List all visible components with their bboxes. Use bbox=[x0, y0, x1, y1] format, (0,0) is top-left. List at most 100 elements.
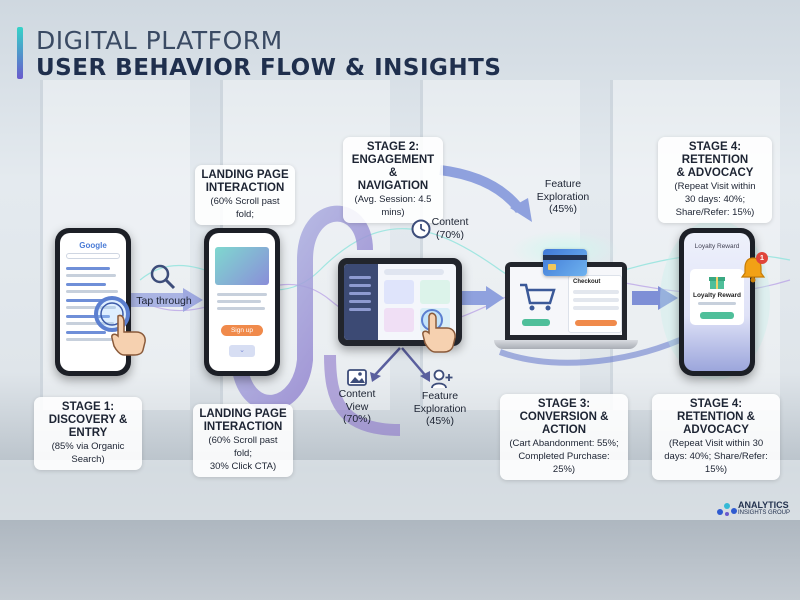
landing-top-callout: LANDING PAGE INTERACTION (60% Scroll pas… bbox=[195, 165, 295, 225]
flow-arrowhead-1 bbox=[183, 288, 203, 312]
result-line-10 bbox=[66, 338, 118, 341]
flow-bottom-ribbon bbox=[498, 337, 682, 366]
content-view-line1: Content bbox=[338, 388, 376, 400]
landing-top-head1: LANDING PAGE bbox=[201, 169, 289, 181]
checkout-field-1[interactable] bbox=[573, 290, 619, 294]
landing-bottom-callout: LANDING PAGE INTERACTION (60% Scroll pas… bbox=[193, 404, 293, 477]
gift-icon bbox=[709, 277, 725, 289]
stage4-top-head1: STAGE 4: RETENTION bbox=[681, 141, 749, 166]
search-bar[interactable] bbox=[66, 253, 120, 259]
branch-arrow-right bbox=[401, 347, 426, 376]
add-user-icon bbox=[431, 369, 453, 389]
tablet-card-2[interactable] bbox=[420, 280, 450, 304]
stage2-head1: STAGE 2: bbox=[366, 141, 420, 153]
cart-icon bbox=[520, 283, 556, 311]
result-line-2 bbox=[66, 274, 116, 277]
stage2-sub: (Avg. Session: 4.5 mins) bbox=[354, 194, 432, 218]
stage3-head3: ACTION bbox=[541, 424, 587, 436]
landing-hero-image bbox=[215, 247, 269, 285]
stage4-bottom-callout: STAGE 4: RETENTION & ADVOCACY (Repeat Vi… bbox=[652, 394, 780, 480]
notification-badge: 1 bbox=[756, 252, 768, 264]
landing-line-1 bbox=[217, 293, 267, 296]
signup-cta-button[interactable]: Sign up bbox=[221, 325, 263, 336]
landing-line-3 bbox=[217, 307, 265, 310]
tap-through-label: Tap through bbox=[136, 295, 192, 307]
loyalty-card-title: Loyalty Reward bbox=[692, 292, 742, 299]
result-line-9 bbox=[66, 331, 106, 334]
flow-curve-top bbox=[439, 165, 524, 214]
laptop-screen: Checkout bbox=[510, 267, 622, 335]
stage2-head3: NAVIGATION bbox=[357, 180, 429, 192]
branch-arrowhead-right bbox=[420, 371, 430, 382]
landing-bottom-head1: LANDING PAGE bbox=[199, 408, 287, 420]
tablet-nav-2[interactable] bbox=[349, 284, 371, 287]
result-line-5 bbox=[66, 299, 104, 302]
stage2-head2: ENGAGEMENT & bbox=[351, 154, 435, 179]
tablet-nav-3[interactable] bbox=[349, 292, 371, 295]
content-view-label: Content View (70%) bbox=[333, 388, 381, 426]
brand-name: ANALYTICS bbox=[738, 500, 789, 510]
stage3-callout: STAGE 3: CONVERSION & ACTION (Cart Aband… bbox=[500, 394, 628, 480]
title-accent-bar bbox=[17, 27, 23, 79]
stage4-bottom-sub1: (Repeat Visit within 30 bbox=[668, 438, 764, 449]
stage3-head1: STAGE 3: bbox=[537, 398, 591, 410]
phone-landing: Sign up ⌄ bbox=[204, 228, 280, 376]
stage1-callout: STAGE 1: DISCOVERY & ENTRY (85% via Orga… bbox=[34, 397, 142, 470]
image-icon bbox=[347, 369, 367, 386]
landing-top-head2: INTERACTION bbox=[205, 182, 285, 194]
scroll-down-indicator: ⌄ bbox=[229, 345, 255, 357]
content-top-label: Content (70%) bbox=[428, 216, 472, 241]
pointing-hand-icon bbox=[111, 314, 146, 356]
checkout-field-2[interactable] bbox=[573, 298, 619, 302]
result-line-1 bbox=[66, 267, 110, 270]
stage3-head2: CONVERSION & bbox=[519, 411, 609, 423]
feature-top-label: Feature Exploration (45%) bbox=[532, 178, 594, 216]
stage1-head2: DISCOVERY & ENTRY bbox=[48, 414, 128, 439]
tablet-nav-1[interactable] bbox=[349, 276, 371, 279]
stage4-bottom-head3: ADVOCACY bbox=[683, 424, 749, 436]
checkout-title: Checkout bbox=[573, 279, 601, 285]
cart-green-button[interactable] bbox=[522, 319, 550, 326]
landing-bottom-sub2: 30% Click CTA) bbox=[209, 461, 277, 472]
checkout-panel: Checkout bbox=[568, 275, 622, 333]
tablet-nav-5[interactable] bbox=[349, 308, 371, 311]
feature-top-line1: Feature bbox=[544, 178, 582, 190]
flow-arrowhead-3 bbox=[658, 286, 678, 310]
branch-arrowhead-left bbox=[370, 372, 381, 382]
landing-line-2 bbox=[217, 300, 261, 303]
content-view-line3: (70%) bbox=[342, 413, 371, 425]
tablet-search-bar[interactable] bbox=[384, 269, 444, 275]
stage1-sub: (85% via Organic Search) bbox=[51, 441, 125, 465]
stage4-top-sub1: (Repeat Visit within bbox=[674, 181, 756, 192]
tablet-card-1[interactable] bbox=[384, 280, 414, 304]
flow-loop-ribbon-2 bbox=[324, 354, 401, 436]
page-title: DIGITAL PLATFORM bbox=[36, 26, 283, 55]
result-line-6 bbox=[66, 306, 116, 309]
content-top-line1: Content bbox=[431, 216, 469, 228]
tablet-nav-4[interactable] bbox=[349, 300, 371, 303]
checkout-field-3[interactable] bbox=[573, 306, 619, 310]
flow-arrowhead-2 bbox=[486, 286, 504, 310]
feature-top-line3: (45%) bbox=[548, 203, 577, 215]
stage4-top-sub2: 30 days: 40%; bbox=[684, 194, 746, 205]
stage4-top-head2: & ADVOCACY bbox=[676, 167, 754, 179]
tablet-card-3[interactable] bbox=[384, 308, 414, 332]
landing-bottom-sub1: (60% Scroll past fold; bbox=[208, 435, 278, 459]
magnifier-icon bbox=[150, 264, 176, 290]
stage4-bottom-sub2: days: 40%; Share/Refer: 15%) bbox=[664, 451, 768, 475]
stage4-bottom-head1: STAGE 4: bbox=[689, 398, 743, 410]
loyalty-redeem-button[interactable] bbox=[700, 312, 734, 319]
flow-arrowhead-top bbox=[510, 198, 532, 222]
stage4-top-callout: STAGE 4: RETENTION & ADVOCACY (Repeat Vi… bbox=[658, 137, 772, 223]
stage3-sub1: (Cart Abandonment: 55%; bbox=[509, 438, 619, 449]
loyalty-header: Loyalty Reward bbox=[694, 243, 740, 250]
brand-sub: INSIGHTS GROUP bbox=[738, 510, 791, 516]
checkout-pay-button[interactable] bbox=[575, 320, 617, 326]
stage4-top-sub3: Share/Refer: 15%) bbox=[675, 207, 755, 218]
landing-top-sub: (60% Scroll past fold; bbox=[210, 196, 280, 220]
stage3-sub2: Completed Purchase: 25%) bbox=[518, 451, 610, 475]
feature-bottom-label: Feature Exploration (45%) bbox=[408, 390, 472, 428]
clock-icon bbox=[411, 219, 431, 239]
phone-retention-screen: Loyalty Reward Loyalty Reward bbox=[684, 233, 750, 371]
feature-bottom-line1: Feature bbox=[421, 390, 459, 402]
